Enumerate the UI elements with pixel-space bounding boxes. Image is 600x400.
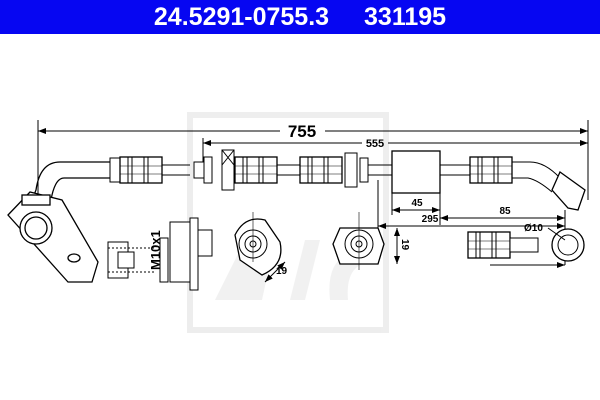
dimension-45: 45 — [391, 193, 441, 215]
dimension-85: 85 — [439, 206, 565, 225]
label-wrench-19b: 19 — [399, 239, 410, 251]
label-555: 555 — [366, 138, 384, 150]
label-eye-diameter: Ø10 — [524, 223, 543, 234]
dimension-555: 555 — [202, 138, 588, 165]
label-45: 45 — [411, 198, 423, 209]
ref-number: 331195 — [364, 3, 447, 31]
dimension-755: 755 — [37, 120, 589, 200]
label-755: 755 — [288, 122, 316, 141]
label-85: 85 — [499, 206, 511, 217]
logo-watermark — [187, 112, 389, 333]
title-bar: 24.5291-0755.3 331195 — [0, 0, 600, 34]
label-thread: M10x1 — [148, 230, 163, 270]
label-wrench-19a: 19 — [276, 266, 288, 277]
fitting-end-view-rotated — [234, 212, 286, 283]
brake-hose — [31, 149, 586, 211]
port-section — [107, 217, 213, 291]
part-number: 24.5291-0755.3 — [153, 3, 330, 31]
banjo-bracket — [7, 191, 99, 283]
eye-fitting-view — [467, 227, 585, 268]
label-295: 295 — [422, 214, 439, 225]
fitting-end-view — [332, 212, 400, 270]
